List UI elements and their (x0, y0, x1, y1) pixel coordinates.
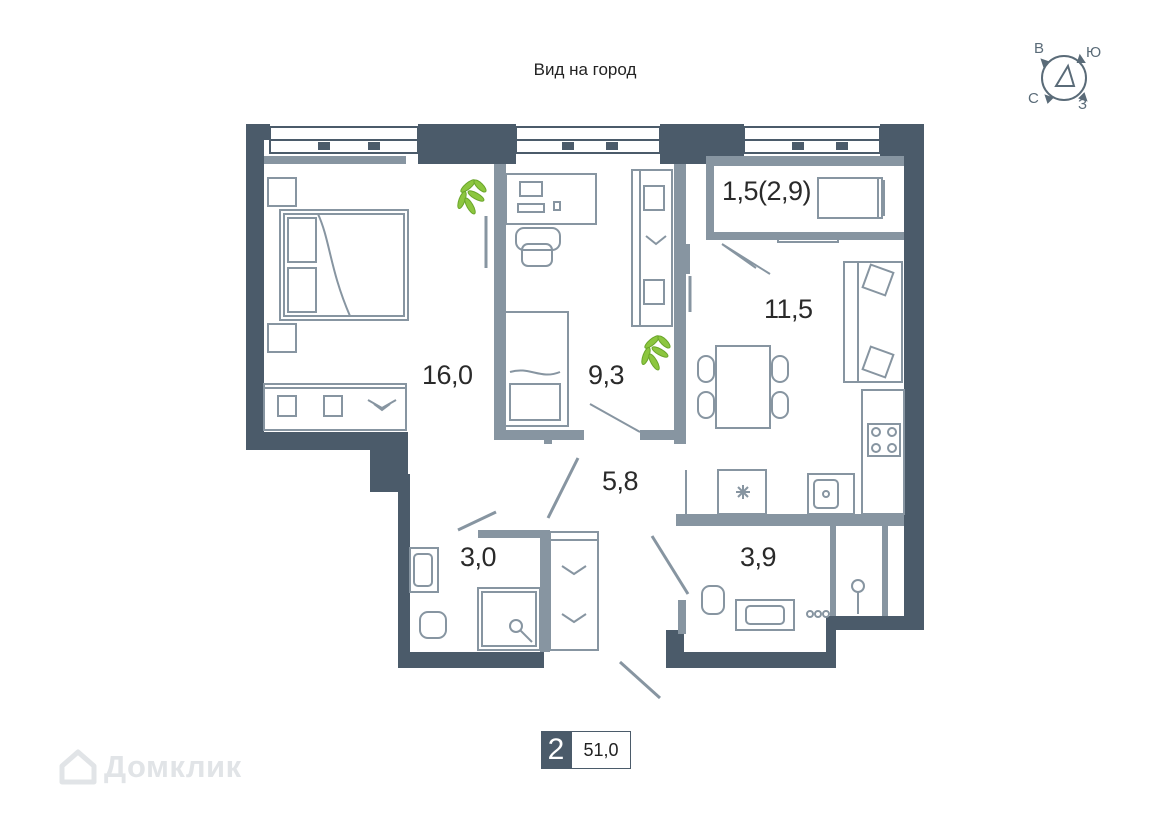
bedroom-furniture (263, 177, 409, 431)
interior-walls (264, 156, 904, 652)
compass-south-label: Ю (1086, 44, 1102, 61)
room-area-balcony: 1,5(2,9) (722, 176, 812, 206)
total-area: 51,0 (571, 731, 631, 769)
study-furniture (503, 169, 673, 433)
room-area-study: 9,3 (588, 360, 625, 390)
windows (269, 126, 881, 154)
kitchen-furniture (685, 261, 905, 515)
room-area-bathroom-large: 3,9 (740, 542, 777, 572)
room-area-bathroom-small: 3,0 (460, 542, 497, 572)
bathroom-small-fixtures (409, 547, 541, 651)
watermark-text: Домклик (104, 749, 242, 784)
house-logo-icon (59, 749, 97, 785)
room-area-kitchen-living: 11,5 (764, 294, 813, 324)
view-label: Вид на город (533, 60, 637, 79)
compass-east-label: В (1034, 40, 1045, 57)
walls (246, 124, 924, 668)
bathroom-large-fixtures (701, 579, 865, 631)
compass-north-label: С (1028, 90, 1039, 107)
room-count: 2 (541, 731, 571, 769)
plant-icon (641, 335, 671, 371)
watermark: Домклик (58, 748, 242, 786)
apartment-summary-badge: 2 51,0 (541, 731, 631, 769)
plant-icon (457, 179, 487, 215)
compass-west-label: З (1078, 96, 1088, 113)
room-area-bedroom: 16,0 (422, 360, 473, 390)
room-area-hall: 5,8 (602, 466, 639, 496)
compass-icon (1040, 53, 1088, 104)
